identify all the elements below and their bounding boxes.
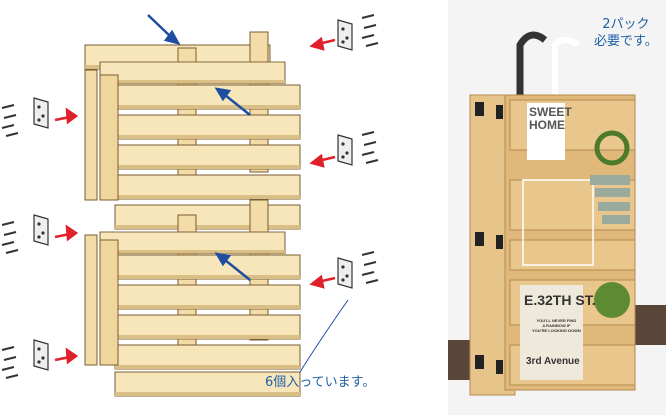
sign-sweet-home: SWEET HOME xyxy=(529,106,572,132)
bracket-icon xyxy=(337,14,379,51)
leader-line xyxy=(299,299,349,373)
product-photo xyxy=(448,0,666,415)
sign-quote-line: YOU'RE LOOKING DOWN xyxy=(532,328,581,333)
blue-arrow-icons xyxy=(147,14,251,281)
sign-quote: YOU'LL NEVER FIND A RAINBOW IF YOU'RE LO… xyxy=(532,318,581,333)
sign-quote-line: YOU'LL NEVER FIND xyxy=(536,318,577,323)
bracket-icon xyxy=(337,131,379,166)
red-arrow-icons xyxy=(54,36,336,365)
sign-sweet: SWEET xyxy=(529,105,572,119)
upper-pallet xyxy=(84,31,301,201)
bracket-icon xyxy=(1,97,49,137)
bracket-icon xyxy=(1,339,49,379)
sign-home: HOME xyxy=(529,118,565,132)
sign-avenue: 3rd Avenue xyxy=(526,356,580,367)
bracket-icon xyxy=(337,251,379,289)
bracket-icon xyxy=(1,214,49,254)
pack-caption-line1: 2パック xyxy=(602,17,650,32)
count-caption: 6個入っています。 xyxy=(265,375,376,390)
sign-quote-line: A RAINBOW IF xyxy=(542,323,571,328)
lower-pallet xyxy=(84,199,301,397)
sign-street: E.32TH ST. xyxy=(524,292,596,308)
pack-caption: 2パック 必要です。 xyxy=(594,16,658,50)
pack-caption-line2: 必要です。 xyxy=(594,34,658,49)
